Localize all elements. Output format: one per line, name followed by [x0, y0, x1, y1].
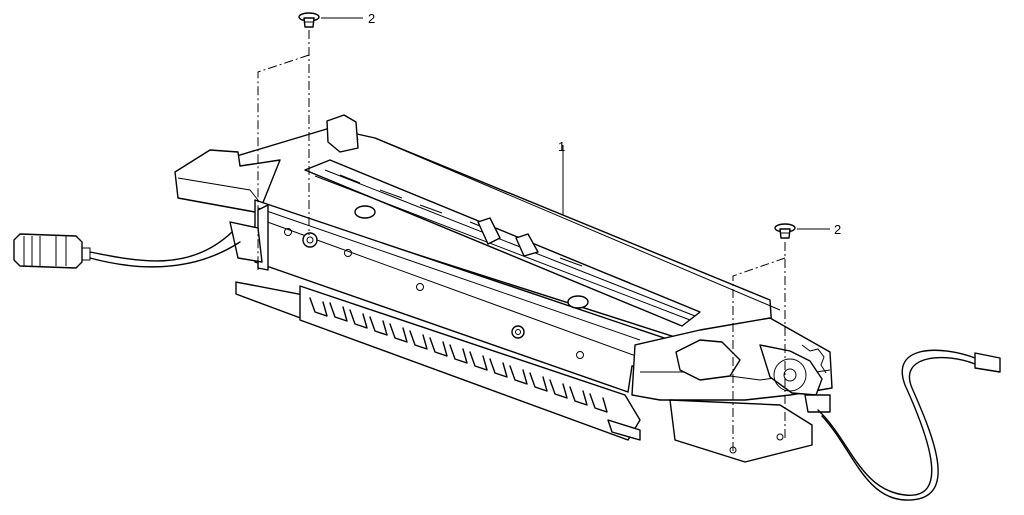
right-wire-harness — [817, 349, 1001, 501]
fuser-housing — [174, 114, 833, 463]
callout-screw-right: 2 — [834, 222, 841, 237]
assembly-guide-lines — [257, 30, 786, 452]
left-connector-harness — [13, 231, 241, 269]
callout-screw-left: 2 — [368, 11, 375, 26]
screw-right — [774, 223, 796, 239]
callout-fuser-unit: 1 — [558, 139, 565, 154]
leader-lines — [321, 17, 830, 230]
screw-left — [298, 12, 320, 28]
bottom-frame-plate — [235, 281, 641, 441]
